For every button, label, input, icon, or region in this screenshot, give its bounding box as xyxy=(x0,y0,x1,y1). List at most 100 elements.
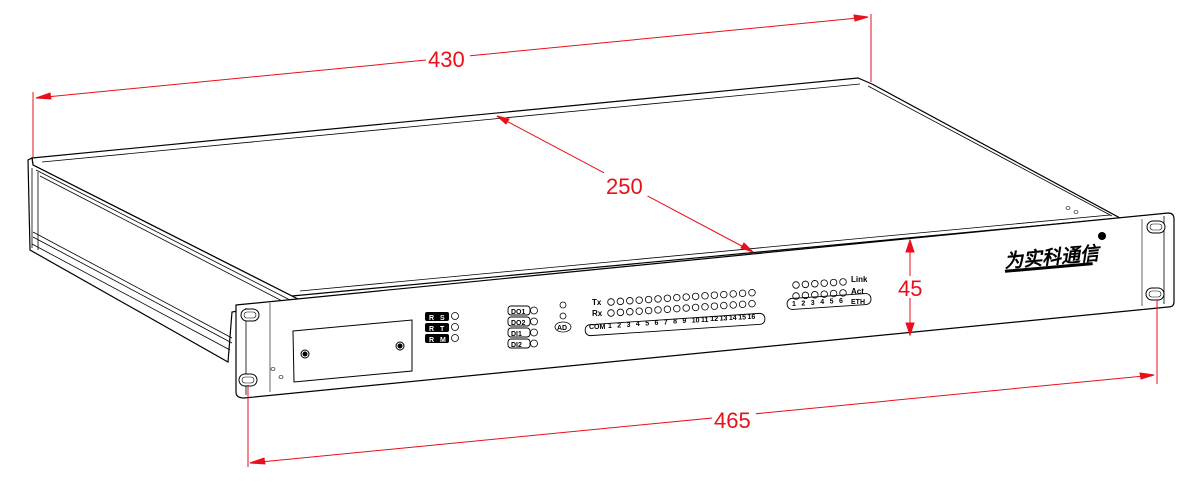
tx-led xyxy=(644,295,653,304)
channel-number: 3 xyxy=(627,322,631,329)
channel-number: 7 xyxy=(664,319,668,326)
tx-led xyxy=(673,293,681,302)
tx-led xyxy=(682,293,690,301)
dio-led xyxy=(530,306,538,315)
channel-number: 10 xyxy=(692,317,700,324)
tx-led xyxy=(729,290,737,298)
rx-led xyxy=(691,303,700,312)
channel-number: 16 xyxy=(748,314,756,321)
ad-block: AD xyxy=(554,301,572,333)
rx-led xyxy=(682,304,690,312)
tx-led xyxy=(691,292,700,301)
dio-frame xyxy=(507,316,531,327)
dimension-labels: 430 250 45 465 xyxy=(426,46,928,433)
status-label: T xyxy=(440,326,445,333)
channel-number: 13 xyxy=(720,316,728,323)
screw-dots xyxy=(270,206,1079,379)
dio-label: DI2 xyxy=(511,342,522,349)
channel-number: 1 xyxy=(608,323,612,330)
eth-label: ETH xyxy=(851,299,865,306)
dimension-depth-label: 250 xyxy=(606,174,643,199)
act-led xyxy=(811,291,819,299)
channel-number: 4 xyxy=(636,321,640,328)
rx-led xyxy=(701,303,709,311)
left-side xyxy=(27,157,302,363)
channel-number: 11 xyxy=(701,317,709,324)
channel-number: 14 xyxy=(729,315,737,322)
status-label: M xyxy=(440,337,446,344)
link-led xyxy=(792,281,800,289)
dimension-overall-width-label: 465 xyxy=(714,408,751,433)
device-body xyxy=(27,77,1123,363)
link-label: Link xyxy=(851,275,868,284)
channel-number: 9 xyxy=(682,318,686,325)
tx-led xyxy=(748,288,756,297)
blank-plate xyxy=(292,319,413,383)
rx-led xyxy=(635,307,643,315)
tx-label: Tx xyxy=(592,298,602,307)
tx-led xyxy=(738,289,747,298)
power-led xyxy=(1098,232,1106,240)
dio-frame xyxy=(507,305,531,316)
rx-led xyxy=(710,302,719,310)
channel-number: 6 xyxy=(655,320,659,327)
rx-led xyxy=(748,299,756,308)
tx-led xyxy=(607,298,615,306)
tx-led xyxy=(654,295,662,303)
eth-number: 1 xyxy=(792,301,796,308)
eth-number: 4 xyxy=(820,299,824,306)
channel-number: 12 xyxy=(710,316,718,323)
rx-led xyxy=(738,300,747,309)
status-label: R xyxy=(429,326,434,333)
rx-led xyxy=(654,306,662,314)
dio-led xyxy=(530,339,538,348)
rx-led xyxy=(673,304,681,313)
dio-label: DI1 xyxy=(511,331,522,338)
link-led xyxy=(811,280,819,288)
dio-label: DO2 xyxy=(511,320,526,327)
tx-led xyxy=(701,292,709,300)
rx-led xyxy=(729,301,737,309)
dimension-width-label: 430 xyxy=(428,47,465,72)
act-led xyxy=(839,289,847,297)
channel-number: 8 xyxy=(673,319,677,326)
eth-number: 6 xyxy=(839,298,843,305)
eth-number: 3 xyxy=(811,300,815,307)
dio-led xyxy=(530,317,538,326)
channel-number: 15 xyxy=(738,314,746,321)
rx-led xyxy=(644,306,653,315)
rx-led xyxy=(616,308,625,317)
act-label: Act xyxy=(851,287,864,296)
act-led xyxy=(801,291,810,300)
rx-led xyxy=(663,305,672,313)
dimension-height-label: 45 xyxy=(898,276,922,301)
eth-number: 2 xyxy=(801,300,805,307)
tx-led xyxy=(635,296,643,304)
tx-led xyxy=(710,291,719,299)
act-led xyxy=(792,292,800,300)
link-led xyxy=(839,278,847,286)
rx-led xyxy=(626,308,634,316)
status-label: R xyxy=(429,337,434,344)
mounting-slots xyxy=(238,220,1166,387)
link-led xyxy=(820,279,828,287)
status-label: R xyxy=(429,315,434,322)
link-led xyxy=(801,280,810,289)
channel-number: 5 xyxy=(645,321,649,328)
ad-label: AD xyxy=(557,325,567,332)
act-led xyxy=(820,290,828,298)
dio-led xyxy=(530,328,538,337)
dio-label: DO1 xyxy=(511,309,526,316)
link-led xyxy=(829,278,838,287)
channel-number: 2 xyxy=(617,322,621,329)
dio-frame xyxy=(507,327,531,338)
tx-led xyxy=(663,294,672,302)
rx-led xyxy=(720,301,728,310)
com-label: COM xyxy=(589,324,606,331)
